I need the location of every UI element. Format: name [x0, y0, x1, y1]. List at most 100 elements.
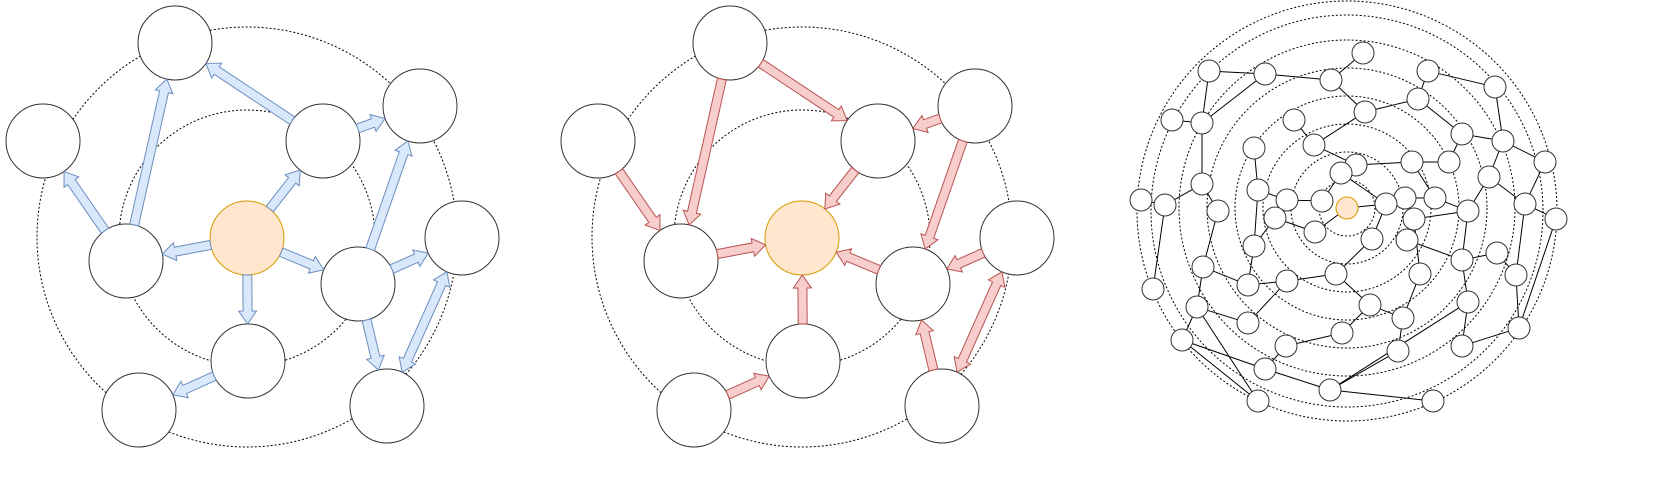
- concentric-graph: [1129, 0, 1568, 422]
- node: [692, 5, 768, 81]
- node: [1483, 75, 1507, 99]
- inward-flow-diagram: [560, 5, 1055, 448]
- edge: [1463, 270, 1467, 292]
- edge: [1399, 328, 1402, 341]
- edge: [1285, 221, 1305, 229]
- node: [1406, 87, 1430, 111]
- edge: [1503, 260, 1510, 268]
- node: [1360, 227, 1384, 251]
- outward-flow-diagram: [5, 5, 500, 448]
- node: [88, 223, 164, 299]
- edge: [1205, 221, 1216, 257]
- edge: [1207, 193, 1213, 202]
- double-arrow: [398, 270, 451, 374]
- node: [1282, 108, 1306, 132]
- node: [1391, 306, 1415, 330]
- edge: [1340, 390, 1423, 401]
- arrow: [161, 239, 213, 262]
- center-node: [1335, 196, 1359, 220]
- node: [1400, 150, 1424, 174]
- node: [1358, 293, 1382, 317]
- edge: [1445, 201, 1458, 208]
- node: [1206, 199, 1230, 223]
- arrow: [63, 170, 110, 234]
- edge: [1417, 171, 1430, 189]
- edge: [1219, 71, 1255, 74]
- node: [1456, 199, 1480, 223]
- edge: [1254, 158, 1258, 180]
- edge: [1275, 74, 1321, 80]
- edge: [1366, 162, 1402, 165]
- node: [1246, 389, 1270, 413]
- node: [1437, 150, 1461, 174]
- node: [1456, 290, 1480, 314]
- edge: [1343, 281, 1363, 298]
- arrow: [614, 168, 661, 232]
- double-arrow: [953, 270, 1006, 374]
- node: [1310, 189, 1334, 213]
- node: [1533, 150, 1557, 174]
- edge: [1190, 346, 1250, 395]
- node: [1450, 122, 1474, 146]
- node: [210, 323, 286, 399]
- edge: [1192, 343, 1255, 366]
- node: [937, 68, 1013, 144]
- node: [1329, 161, 1353, 185]
- node: [1319, 68, 1343, 92]
- edge: [1202, 81, 1209, 113]
- edge: [1473, 186, 1484, 202]
- edge: [1272, 353, 1279, 362]
- edge: [1198, 277, 1202, 297]
- arrow: [278, 247, 325, 274]
- node: [1197, 59, 1221, 83]
- edge: [1417, 243, 1452, 257]
- edge: [1472, 330, 1509, 344]
- node: [1491, 129, 1515, 153]
- arrow: [757, 58, 848, 122]
- arrow: [835, 248, 882, 275]
- edge: [1534, 208, 1547, 215]
- arrow: [389, 249, 429, 274]
- center-node: [209, 200, 285, 276]
- node: [320, 246, 396, 322]
- arrow: [920, 138, 968, 250]
- edge: [1275, 371, 1320, 388]
- node: [1236, 311, 1260, 335]
- node: [656, 372, 732, 448]
- node: [1153, 193, 1177, 217]
- node: [1242, 234, 1266, 258]
- edge: [1182, 120, 1192, 123]
- edge: [1529, 171, 1541, 195]
- edge: [1254, 200, 1258, 236]
- node: [101, 372, 177, 448]
- node: [1408, 262, 1432, 286]
- edge: [1268, 193, 1277, 197]
- arrow: [205, 62, 296, 126]
- edge: [1349, 312, 1363, 326]
- arrow: [824, 166, 860, 210]
- arrow: [792, 274, 813, 325]
- node: [137, 5, 213, 81]
- edge: [1406, 284, 1417, 308]
- node: [1246, 178, 1270, 202]
- edge: [1249, 256, 1253, 275]
- node: [1324, 262, 1348, 286]
- arrow: [355, 113, 387, 134]
- node: [1513, 192, 1537, 216]
- node: [1421, 389, 1445, 413]
- node: [5, 103, 81, 179]
- node: [1395, 228, 1419, 252]
- node: [1253, 62, 1277, 86]
- node: [1353, 100, 1377, 124]
- node: [1274, 334, 1298, 358]
- edge: [1375, 214, 1383, 229]
- edge: [1174, 188, 1193, 201]
- node: [1253, 357, 1277, 381]
- edge: [1516, 214, 1525, 265]
- node: [1507, 316, 1531, 340]
- edge: [1512, 145, 1536, 158]
- arrow: [946, 248, 986, 273]
- node: [1450, 334, 1474, 358]
- edge: [1424, 212, 1458, 218]
- edge: [1213, 270, 1238, 282]
